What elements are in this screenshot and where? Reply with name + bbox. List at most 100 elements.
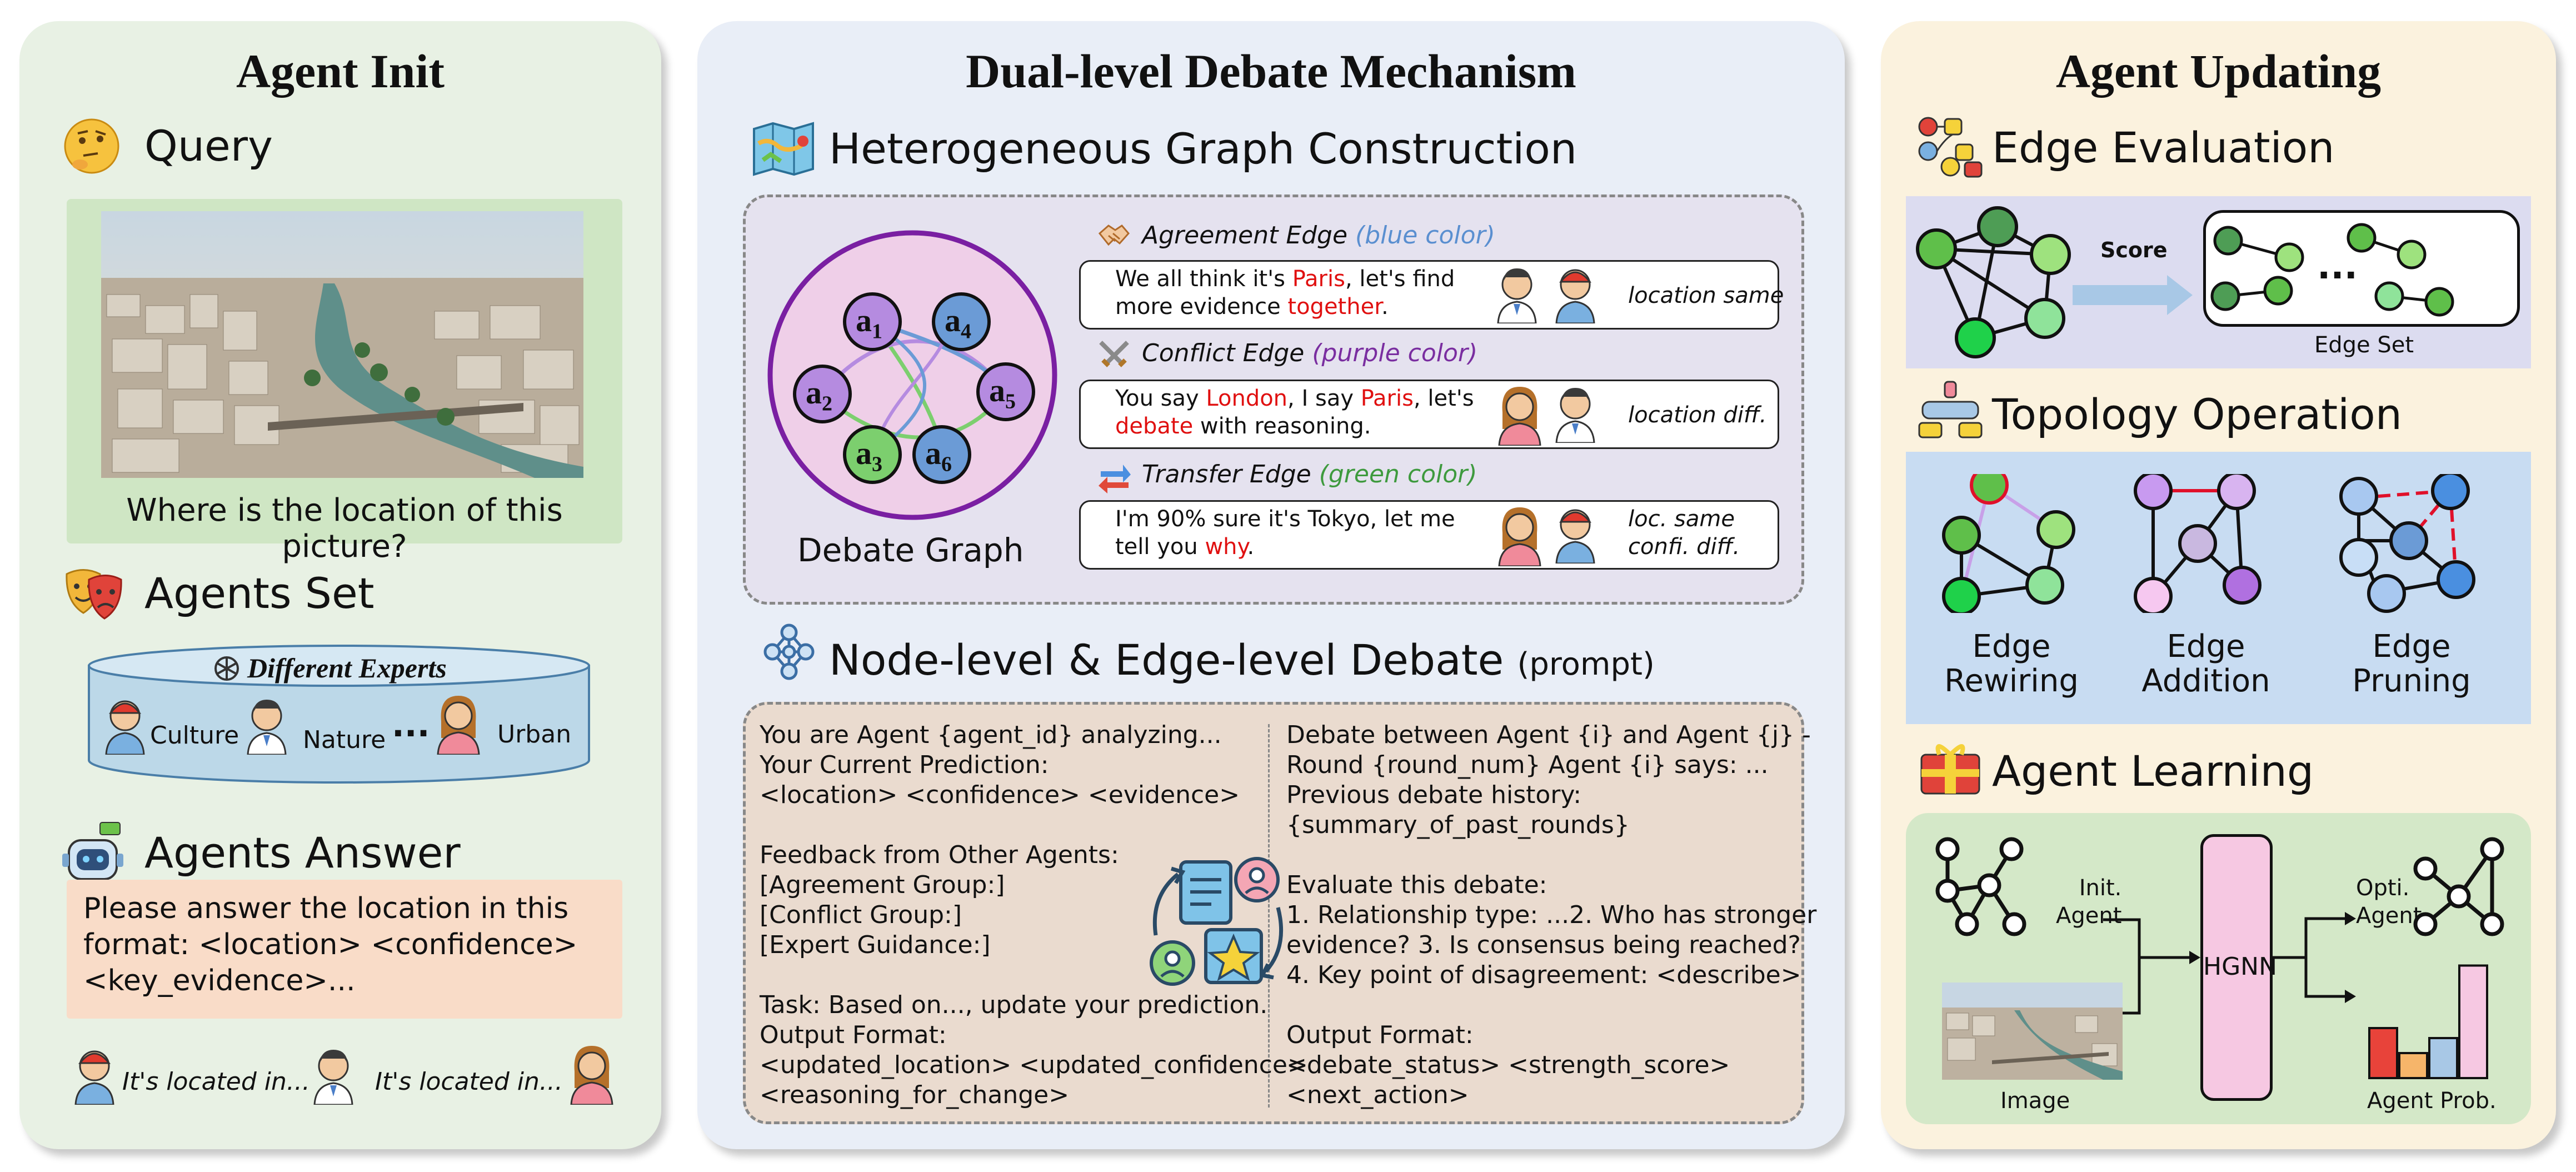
network-icon — [758, 621, 820, 682]
exchange-cycle-icon — [1139, 852, 1300, 991]
agreement-edge-label: Agreement Edge (blue color) — [1142, 221, 1495, 250]
prompt-right-line: Previous debate history: — [1286, 781, 1582, 809]
prompt-right-line: Output Format: — [1286, 1021, 1474, 1049]
debate-panel: Dual-level Debate Mechanism Heterogeneou… — [697, 21, 1845, 1149]
answer-prompt-box: Please answer the location in this forma… — [67, 880, 622, 1019]
agent-avatar-urban — [433, 694, 483, 756]
edge-set-ellipsis: ... — [2317, 246, 2358, 287]
answer-snippet-1: It's located in... — [122, 1068, 310, 1096]
pruning-graph — [2337, 471, 2492, 613]
node-sub-4: 4 — [961, 320, 971, 343]
prompt-right-line: Round {round_num} Agent {i} says: ... — [1286, 751, 1769, 779]
query-heading: Query — [144, 121, 273, 171]
transfer-color-note: (green color) — [1319, 460, 1477, 488]
answer-prompt-line-3: <key_evidence>... — [83, 964, 356, 998]
answer-snippet-2: It's located in... — [375, 1068, 563, 1096]
edge-set-box: ... — [2203, 210, 2520, 327]
init-agent-line-2: Agent — [2056, 903, 2122, 929]
op-addition-line-1: Edge — [2166, 629, 2245, 665]
node-label-4: a4 — [945, 302, 971, 344]
agreement-t1a: We all think it's — [1115, 266, 1292, 292]
crossed-swords-icon — [1097, 339, 1131, 372]
agreement-line-2: more evidence together. — [1115, 294, 1389, 320]
prompt-left-line: [Conflict Group:] — [760, 901, 962, 929]
prompt-right-column: Debate between Agent {i} and Agent {j} -… — [1286, 720, 1816, 1110]
learning-box: Init. Agent Image HGNN Opti. Agent — [1906, 813, 2531, 1124]
node-label-5: a5 — [989, 372, 1016, 414]
opti-agent-line-2: Agent — [2356, 903, 2422, 929]
learning-city-image — [1942, 983, 2123, 1080]
transfer-tag-2: confi. diff. — [1628, 534, 1740, 560]
nel-heading-suffix: (prompt) — [1517, 646, 1655, 682]
conflict-box: You say London, I say Paris, let's debat… — [1079, 380, 1779, 449]
hgc-heading: Heterogeneous Graph Construction — [829, 124, 1577, 173]
nel-heading: Node-level & Edge-level Debate (prompt) — [829, 635, 1655, 685]
prompt-right-line — [1286, 990, 1816, 1020]
agent-prob-chart — [2368, 964, 2488, 1079]
conflict-t1c: , I say — [1287, 386, 1361, 411]
prob-bar-1 — [2368, 1027, 2398, 1079]
node-label-6: a6 — [925, 435, 952, 477]
agents-answer-heading: Agents Answer — [144, 828, 461, 877]
expert-label-urban: Urban — [497, 720, 572, 749]
prompt-left-line: Task: Based on..., update your predictio… — [760, 991, 1268, 1019]
conflict-t1a: You say — [1115, 386, 1206, 411]
op-addition-label: Edge Addition — [2117, 630, 2295, 699]
transfer-t2a: tell you — [1115, 534, 1205, 560]
prompt-left-line: <location> <confidence> <evidence> — [760, 781, 1240, 809]
agent-prob-label: Agent Prob. — [2367, 1088, 2497, 1114]
agents-set-heading: Agents Set — [144, 568, 375, 618]
transfer-arrows-icon — [1097, 460, 1132, 493]
answer-avatar-3 — [567, 1044, 617, 1106]
hgnn-label: HGNN — [2203, 952, 2278, 981]
agreement-t2c: . — [1381, 294, 1389, 320]
prompt-right-line: <debate_status> <strength_score> — [1286, 1051, 1730, 1079]
experts-title: Different Experts — [247, 652, 447, 684]
node-letter-2: a — [806, 375, 822, 411]
prompt-left-line: <reasoning_for_change> — [760, 1081, 1070, 1109]
conflict-line-2: debate with reasoning. — [1115, 413, 1371, 439]
debate-title: Dual-level Debate Mechanism — [966, 44, 1576, 98]
prompt-right-line: Debate between Agent {i} and Agent {j} - — [1286, 721, 1811, 749]
edge-set-graphs — [2210, 223, 2454, 317]
conflict-line-1: You say London, I say Paris, let's — [1115, 386, 1474, 411]
opti-agent-graph — [2409, 835, 2514, 941]
agent-avatar-nature — [244, 696, 289, 756]
prob-bar-3 — [2428, 1037, 2458, 1079]
conflict-t1e: , let's — [1413, 386, 1474, 411]
node-letter-3: a — [856, 435, 872, 471]
rewiring-graph — [1936, 466, 2092, 616]
agreement-t2a: more evidence — [1115, 294, 1288, 320]
transfer-box: I'm 90% sure it's Tokyo, let me tell you… — [1079, 500, 1779, 570]
score-arrow — [2073, 273, 2195, 317]
edge-eval-box: Score ... Edge Set — [1906, 196, 2531, 368]
transfer-tag-1: loc. same — [1628, 506, 1735, 532]
node-letter-1: a — [856, 302, 872, 338]
op-rewiring-line-2: Rewiring — [1944, 663, 2079, 699]
agreement-t2b: together — [1287, 294, 1381, 320]
node-label-2: a2 — [806, 374, 832, 416]
agreement-box: We all think it's Paris, let's find more… — [1079, 260, 1784, 330]
image-label: Image — [2000, 1088, 2070, 1114]
prompt-right-line: evidence? 3. Is consensus being reached? — [1286, 931, 1801, 959]
conflict-label: Conflict Edge — [1142, 339, 1305, 367]
op-addition-line-2: Addition — [2141, 663, 2270, 699]
learning-connectors — [1906, 813, 2531, 1124]
agreement-line-1: We all think it's Paris, let's find — [1115, 266, 1455, 292]
prompt-left-line — [760, 810, 1308, 840]
agent-init-title: Agent Init — [236, 44, 445, 98]
node-letter-6: a — [925, 435, 941, 471]
transfer-line-2: tell you why. — [1115, 534, 1254, 560]
theater-masks-icon — [61, 563, 125, 624]
agreement-t1b: Paris — [1292, 266, 1345, 292]
prompt-right-line — [1286, 840, 1816, 870]
op-pruning-line-2: Pruning — [2352, 663, 2471, 699]
prompt-left-line: [Agreement Group:] — [760, 871, 1005, 899]
topology-heading: Topology Operation — [1992, 390, 2402, 439]
prompt-right-line: 4. Key point of disagreement: <describe> — [1286, 961, 1801, 989]
transfer-t2c: . — [1247, 534, 1255, 560]
agent-updating-title: Agent Updating — [2055, 44, 2382, 98]
experts-ellipsis: ... — [392, 706, 430, 745]
agreement-avatar-1 — [1495, 265, 1539, 325]
hgnn-box: HGNN — [2200, 834, 2278, 1101]
